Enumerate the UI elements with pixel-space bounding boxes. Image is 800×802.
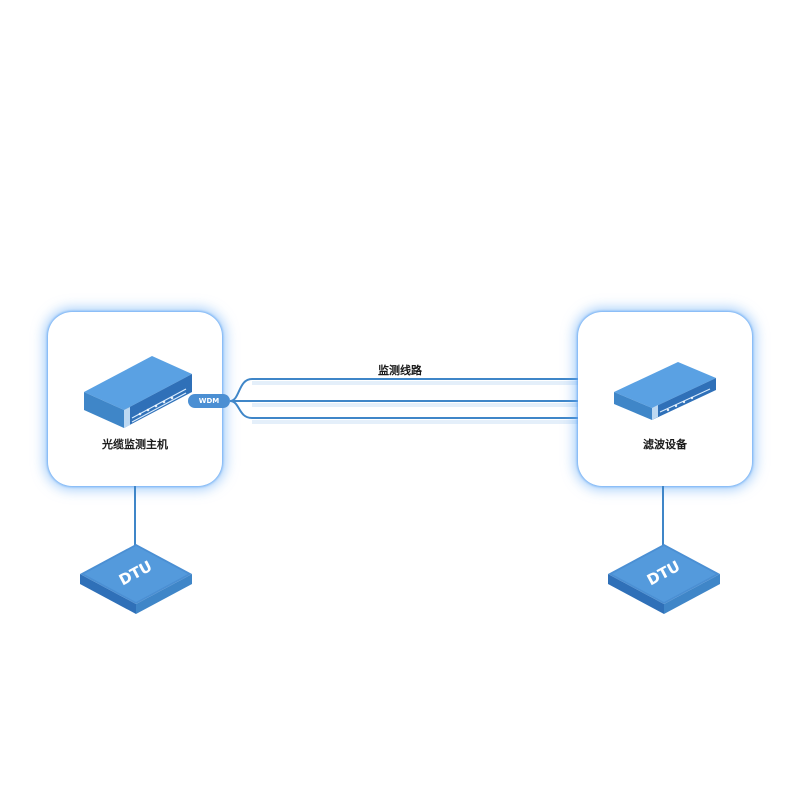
monitoring-line-label: 监测线路	[378, 364, 422, 377]
filter-device-label: 滤波设备	[643, 438, 687, 451]
monitor-host-label: 光缆监测主机	[102, 438, 168, 451]
rack-server-icon	[84, 356, 192, 428]
wdm-badge: WDM	[188, 394, 230, 408]
dtu-connector-right	[662, 486, 664, 548]
filter-device-card[interactable]: 滤波设备	[578, 312, 752, 486]
fiber-line-bottom	[229, 400, 578, 419]
dtu-connector-left	[134, 486, 136, 548]
rack-server-icon	[614, 362, 716, 420]
